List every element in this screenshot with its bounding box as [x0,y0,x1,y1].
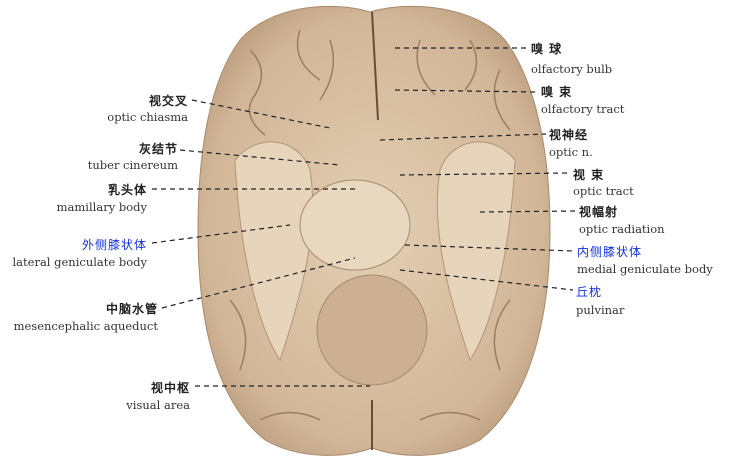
label-optic-radiation: 视幅射 optic radiation [579,203,665,236]
label-zh: 中脑水管 [105,302,158,316]
label-zh: 外侧膝状体 [81,238,147,252]
sulci [229,29,511,421]
leader-lines [151,47,576,387]
label-optic-tract: 视 束 optic tract [573,166,634,198]
label-en: visual area [126,398,190,412]
label-olfactory-tract: 嗅 束 olfactory tract [541,83,624,116]
label-en: optic radiation [579,222,665,236]
label-zh: 视中枢 [150,381,190,395]
label-en: mamillary body [56,200,147,214]
label-zh: 灰结节 [138,142,178,156]
label-optic-nerve: 视神经 optic n. [549,126,593,159]
label-en: medial geniculate body [577,262,713,276]
label-zh: 丘枕 [576,285,603,299]
midbrain [299,179,411,271]
label-lateral-geniculate-body: 外侧膝状体 lateral geniculate body [12,236,147,269]
label-zh: 内侧膝状体 [577,245,643,259]
label-mesencephalic-aqueduct: 中脑水管 mesencephalic aqueduct [14,300,158,333]
label-zh: 视 束 [573,168,605,182]
temporal-lobe-left [234,141,314,362]
label-en: mesencephalic aqueduct [13,319,158,333]
label-en: optic n. [549,145,593,159]
label-en: tuber cinereum [87,158,178,172]
longitudinal-fissure [371,11,379,450]
label-tuber-cinereum: 灰结节 tuber cinereum [88,140,178,172]
temporal-lobe-right [436,141,516,362]
label-olfactory-bulb: 嗅 球 olfactory bulb [531,40,612,76]
label-optic-chiasma: 视交叉 optic chiasma [107,92,188,124]
label-en: pulvinar [576,303,625,317]
label-en: optic chiasma [107,110,188,124]
label-zh: 嗅 束 [541,85,573,99]
cerebellum-area [316,274,428,386]
label-zh: 乳头体 [107,183,147,197]
label-zh: 嗅 球 [531,42,563,56]
label-zh: 视神经 [549,128,589,142]
label-visual-area: 视中枢 visual area [126,379,190,412]
label-zh: 视交叉 [148,94,188,108]
label-en: olfactory bulb [531,62,613,76]
label-en: lateral geniculate body [12,255,147,269]
label-zh: 视幅射 [579,205,619,219]
label-en: olfactory tract [541,102,625,116]
label-pulvinar: 丘枕 pulvinar [576,283,624,317]
label-mamillary-body: 乳头体 mamillary body [57,181,147,214]
label-en: optic tract [573,184,634,198]
label-medial-geniculate-body: 内侧膝状体 medial geniculate body [577,243,713,276]
